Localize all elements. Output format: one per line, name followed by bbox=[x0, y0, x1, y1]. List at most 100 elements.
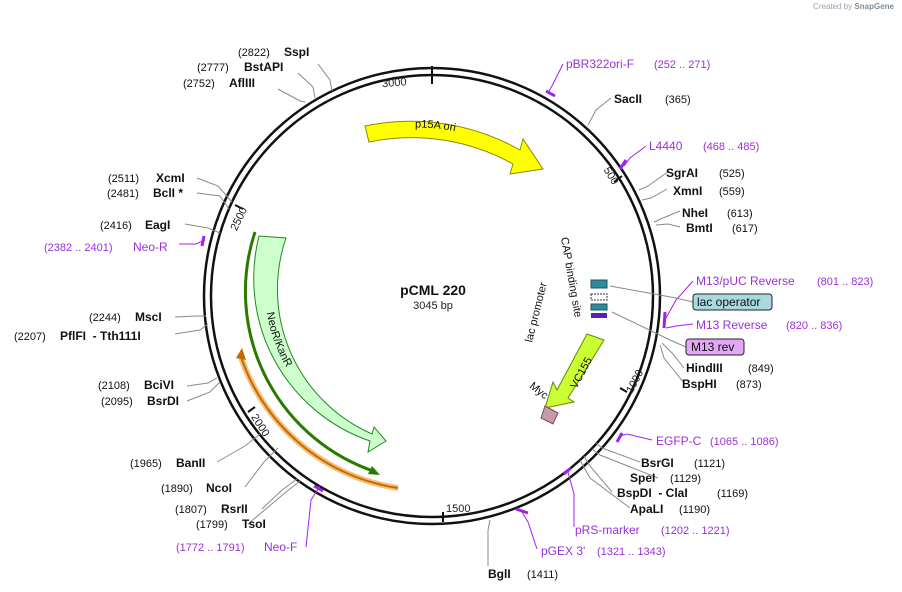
site-sspi[interactable]: (2822) SspI bbox=[238, 45, 309, 59]
site-bsrgi[interactable]: BsrGI (1121) bbox=[641, 456, 725, 470]
site-bcli[interactable]: (2481) BclI * bbox=[107, 186, 183, 200]
site-bstapi-pos: (2777) bbox=[197, 62, 229, 74]
primer-l4440[interactable]: L4440 (468 .. 485) bbox=[649, 139, 759, 153]
lac-promoter-box bbox=[590, 293, 608, 301]
primer-marks bbox=[200, 89, 667, 515]
primer-mark-egfp-c bbox=[615, 432, 624, 443]
watermark-prefix: Created by bbox=[813, 2, 853, 11]
primer-pgex-3[interactable]: pGEX 3' (1321 .. 1343) bbox=[541, 544, 666, 558]
site-bsrgi-pos: (1121) bbox=[694, 458, 725, 470]
primer-m13-reverse[interactable]: M13 Reverse (820 .. 836) bbox=[696, 318, 842, 332]
site-bstapi[interactable]: (2777) BstAPI bbox=[197, 60, 283, 74]
site-banii-name: BanII bbox=[176, 456, 205, 470]
primer-egfp-c-name: EGFP-C bbox=[656, 434, 702, 448]
site-bmti[interactable]: BmtI (617) bbox=[686, 221, 758, 235]
neo-strand-green bbox=[243, 231, 377, 474]
lac-operator-box bbox=[692, 293, 773, 311]
site-bmti-pos: (617) bbox=[732, 223, 758, 235]
cap-binding-site-box bbox=[590, 279, 608, 289]
primer-labels: pBR322ori-F (252 .. 271) L4440 (468 .. 4… bbox=[44, 57, 873, 558]
site-xmni[interactable]: XmnI (559) bbox=[673, 184, 745, 198]
feature-p15a-ori[interactable]: p15A ori bbox=[364, 118, 544, 175]
tick-500 bbox=[613, 175, 623, 183]
site-ncoi[interactable]: (1890) NcoI bbox=[161, 481, 232, 495]
primer-prs-marker[interactable]: pRS-marker (1202 .. 1221) bbox=[575, 523, 730, 537]
primer-neo-r[interactable]: (2382 .. 2401) Neo-R bbox=[44, 240, 168, 254]
neo-strand-green-head bbox=[368, 466, 380, 475]
site-nhei[interactable]: NheI (613) bbox=[682, 206, 753, 220]
site-bspdi-clai[interactable]: BspDI - ClaI (1169) bbox=[617, 486, 748, 500]
strand-lines bbox=[236, 231, 399, 491]
site-hindiii[interactable]: HindIII (849) bbox=[686, 361, 774, 375]
site-xmni-pos: (559) bbox=[719, 186, 745, 198]
site-sacii[interactable]: SacII (365) bbox=[614, 92, 691, 106]
feature-vc155[interactable]: VC155 bbox=[544, 333, 605, 409]
primer-m13puc-range: (801 .. 823) bbox=[817, 276, 873, 288]
feature-lac-operator[interactable]: lac operator bbox=[692, 293, 773, 311]
site-bgli[interactable]: BglI (1411) bbox=[488, 567, 558, 581]
site-xcmi[interactable]: (2511) XcmI bbox=[108, 171, 185, 185]
tick-2500 bbox=[234, 204, 244, 210]
tick-label-500: 500 bbox=[601, 165, 621, 187]
primer-l4440-range: (468 .. 485) bbox=[703, 141, 759, 153]
primer-neo-r-name: Neo-R bbox=[133, 240, 168, 254]
site-bgli-pos: (1411) bbox=[527, 569, 558, 581]
site-bsphi[interactable]: BspHI (873) bbox=[682, 377, 762, 391]
site-bgli-name: BglI bbox=[488, 567, 511, 581]
site-afliii[interactable]: (2752) AflIII bbox=[183, 76, 255, 90]
site-sgrai-pos: (525) bbox=[719, 168, 745, 180]
feature-m13-rev[interactable]: M13 rev bbox=[685, 338, 745, 356]
p15a-ori-label: p15A ori bbox=[415, 118, 457, 134]
p15a-ori-arrow bbox=[364, 120, 544, 175]
primer-neo-f-range: (1772 .. 1791) bbox=[176, 542, 245, 554]
lac-operator-label: lac operator bbox=[697, 295, 760, 309]
m13-rev-box bbox=[685, 338, 745, 356]
site-pflfi-pos: (2207) bbox=[14, 331, 46, 343]
lac-promoter-label: lac promoter bbox=[523, 281, 550, 344]
m13-rev-label: M13 rev bbox=[691, 340, 734, 354]
site-bcivi-pos: (2108) bbox=[98, 380, 130, 392]
primer-prs-marker-range: (1202 .. 1221) bbox=[661, 525, 730, 537]
primer-egfp-c[interactable]: EGFP-C (1065 .. 1086) bbox=[656, 434, 779, 448]
site-hindiii-pos: (849) bbox=[748, 363, 774, 375]
site-connectors bbox=[174, 63, 685, 566]
site-banii[interactable]: (1965) BanII bbox=[130, 456, 205, 470]
neo-strand-orange-head bbox=[236, 348, 246, 360]
primer-pbr322ori-f[interactable]: pBR322ori-F (252 .. 271) bbox=[566, 57, 710, 71]
site-tsoi[interactable]: (1799) TsoI bbox=[196, 517, 266, 531]
site-labels: (2822) SspI (2777) BstAPI (2752) AflIII … bbox=[14, 45, 774, 581]
site-pflfi-tth111i[interactable]: (2207) PflFI - Tth111I bbox=[14, 329, 141, 343]
primer-neo-f[interactable]: (1772 .. 1791) Neo-F bbox=[176, 540, 297, 554]
site-sgrai[interactable]: SgrAI (525) bbox=[666, 166, 745, 180]
primer-m13puc-name: M13/pUC Reverse bbox=[696, 274, 795, 288]
site-hindiii-name: HindIII bbox=[686, 361, 723, 375]
tick-label-1500: 1500 bbox=[446, 503, 470, 515]
primer-mark-pgex bbox=[515, 507, 529, 515]
site-spei[interactable]: SpeI (1129) bbox=[630, 471, 701, 485]
primer-mark-l4440 bbox=[618, 159, 628, 170]
box-connectors bbox=[609, 285, 694, 348]
feature-lac-promoter[interactable]: lac promoter bbox=[523, 281, 608, 344]
primer-pbr322ori-f-range: (252 .. 271) bbox=[654, 59, 710, 71]
site-bmti-name: BmtI bbox=[686, 221, 713, 235]
site-spei-pos: (1129) bbox=[670, 473, 701, 485]
site-bsrdi[interactable]: (2095) BsrDI bbox=[101, 394, 179, 408]
site-bcivi[interactable]: (2108) BciVI bbox=[98, 378, 174, 392]
site-apali[interactable]: ApaLI (1190) bbox=[630, 502, 710, 516]
tick-label-2500: 2500 bbox=[229, 205, 251, 232]
primer-pgex-range: (1321 .. 1343) bbox=[597, 546, 666, 558]
primer-m13puc-reverse[interactable]: M13/pUC Reverse (801 .. 823) bbox=[696, 274, 873, 288]
site-bsphi-pos: (873) bbox=[736, 379, 762, 391]
site-eagi[interactable]: (2416) EagI bbox=[100, 218, 170, 232]
site-nhei-pos: (613) bbox=[727, 208, 753, 220]
watermark-brand: SnapGene bbox=[854, 2, 894, 11]
site-bstapi-name: BstAPI bbox=[244, 60, 283, 74]
site-msci-name: MscI bbox=[135, 310, 162, 324]
site-rsrii[interactable]: (1807) RsrII bbox=[175, 502, 248, 516]
site-msci[interactable]: (2244) MscI bbox=[89, 310, 162, 324]
site-banii-pos: (1965) bbox=[130, 458, 162, 470]
site-bcli-name: BclI * bbox=[153, 186, 183, 200]
site-eagi-name: EagI bbox=[145, 218, 170, 232]
site-rsrii-pos: (1807) bbox=[175, 504, 207, 516]
tick-2000 bbox=[247, 406, 256, 413]
